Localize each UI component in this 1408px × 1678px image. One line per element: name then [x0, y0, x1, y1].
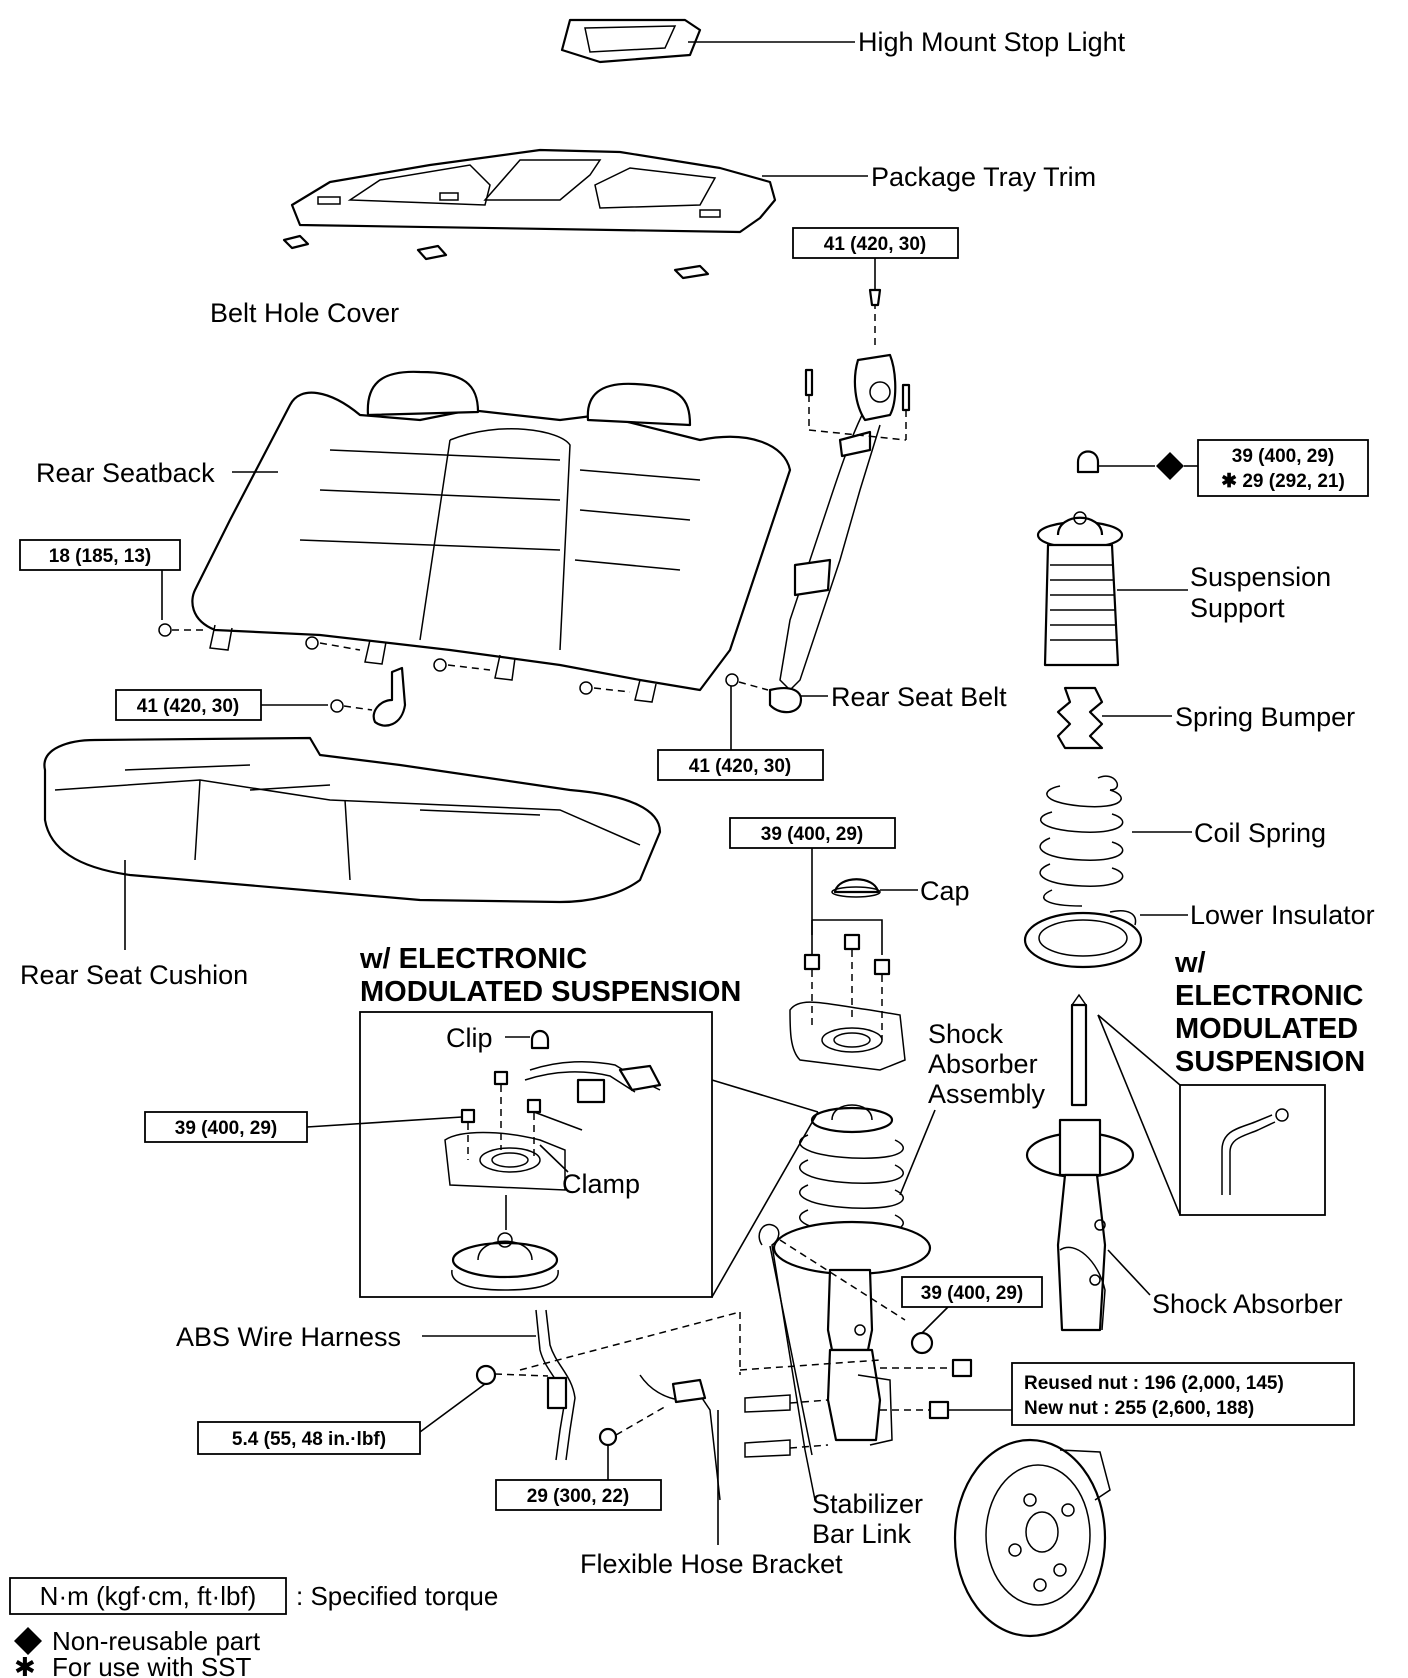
torque-strut-top: 39 (400, 29)	[761, 824, 863, 845]
strut-mount-body	[789, 933, 906, 1071]
label-stabilizer-bar-link-2: Bar Link	[812, 1519, 912, 1549]
torque-box-seat-belt-anchor: 41 (420, 30)	[657, 749, 824, 781]
label-clamp: Clamp	[562, 1169, 640, 1199]
label-coil-spring: Coil Spring	[1194, 818, 1326, 848]
torque-support-nut-2: ✱ 29 (292, 21)	[1221, 471, 1345, 492]
legend: N·m (kgf·cm, ft·lbf) : Specified torque …	[9, 1577, 498, 1678]
torque-support-nut-1: 39 (400, 29)	[1232, 446, 1334, 467]
label-belt-hole-cover: Belt Hole Cover	[210, 298, 399, 328]
torque-stabilizer: 39 (400, 29)	[921, 1283, 1023, 1304]
label-suspension-support-2: Support	[1190, 593, 1285, 623]
label-ems-right-4: SUSPENSION	[1175, 1046, 1365, 1078]
label-clip: Clip	[446, 1023, 493, 1053]
asterisk-icon: ✱	[14, 1652, 36, 1678]
belt-hole-covers	[282, 234, 710, 280]
label-package-tray-trim: Package Tray Trim	[871, 162, 1096, 192]
torque-box-strut-top: 39 (400, 29)	[729, 817, 896, 955]
torque-hose-bracket: 29 (300, 22)	[527, 1486, 629, 1507]
legend-sst: For use with SST	[52, 1652, 252, 1678]
label-rear-seat-cushion: Rear Seat Cushion	[20, 960, 248, 990]
abs-wire-harness	[422, 1309, 741, 1461]
label-ems-right-1: w/	[1174, 947, 1206, 979]
torque-abs: 5.4 (55, 48 in.·lbf)	[232, 1429, 386, 1450]
torque-seatback: 18 (185, 13)	[49, 546, 151, 567]
torque-knuckle-1: Reused nut : 196 (2,000, 145)	[1024, 1373, 1284, 1394]
stabilizer-nut	[910, 1304, 951, 1355]
strut-assembly	[772, 1104, 932, 1446]
torque-box-abs: 5.4 (55, 48 in.·lbf)	[197, 1421, 421, 1455]
package-tray-trim	[290, 148, 868, 234]
ems-left-inset	[359, 1011, 819, 1298]
label-ems-right-2: ELECTRONIC	[1175, 980, 1364, 1012]
shock-absorber	[1025, 993, 1151, 1332]
torque-box-hose-bracket: 29 (300, 22)	[495, 1479, 662, 1511]
label-spring-bumper: Spring Bumper	[1175, 702, 1355, 732]
torque-box-support-nut: 39 (400, 29) ✱ 29 (292, 21)	[1197, 439, 1369, 497]
label-cap: Cap	[920, 876, 970, 906]
rear-seatback	[158, 370, 792, 727]
label-ems-right-3: MODULATED	[1175, 1013, 1358, 1045]
label-suspension-support-1: Suspension	[1190, 562, 1331, 592]
torque-box-knuckle: Reused nut : 196 (2,000, 145) New nut : …	[1011, 1362, 1355, 1426]
rear-seat-belt	[725, 288, 911, 750]
hose-bracket-bolt	[598, 1404, 669, 1480]
label-rear-seat-belt: Rear Seat Belt	[831, 682, 1007, 712]
torque-seat-belt-anchor: 41 (420, 30)	[689, 756, 791, 777]
coil-spring	[1039, 775, 1192, 907]
cap	[831, 878, 918, 898]
torque-knuckle-2: New nut : 255 (2,600, 188)	[1024, 1398, 1254, 1419]
label-shock-absorber: Shock Absorber	[1152, 1289, 1343, 1319]
torque-ems: 39 (400, 29)	[175, 1118, 277, 1139]
legend-unit-box: N·m (kgf·cm, ft·lbf)	[40, 1581, 257, 1611]
label-ems-left-2: MODULATED SUSPENSION	[360, 976, 741, 1008]
label-ems-left-1: w/ ELECTRONIC	[359, 943, 587, 975]
non-reusable-diamond-icon	[1156, 452, 1184, 480]
ems-right-inset	[1097, 1014, 1326, 1216]
lower-insulator	[1023, 910, 1188, 969]
label-high-mount-stop-light: High Mount Stop Light	[858, 27, 1126, 57]
legend-unit-desc: : Specified torque	[296, 1581, 498, 1611]
abs-bolt	[419, 1364, 549, 1433]
label-stabilizer-bar-link-1: Stabilizer	[812, 1489, 923, 1519]
label-shock-absorber-assembly-1: Shock	[928, 1019, 1004, 1049]
diamond-icon	[14, 1627, 42, 1655]
label-rear-seatback: Rear Seatback	[36, 458, 215, 488]
legend-non-reusable: Non-reusable part	[52, 1626, 261, 1656]
label-shock-absorber-assembly-3: Assembly	[928, 1079, 1046, 1109]
suspension-support	[1036, 511, 1188, 667]
brake-disc-hub	[953, 1438, 1111, 1638]
spring-bumper	[1056, 686, 1172, 750]
torque-box-seatback: 18 (185, 13)	[19, 539, 181, 620]
torque-box-ems: 39 (400, 29)	[144, 1111, 463, 1143]
knuckle-bolts	[744, 1358, 1012, 1458]
torque-box-seat-anchor-left: 41 (420, 30)	[115, 689, 328, 721]
high-mount-stop-light	[560, 18, 855, 64]
support-nut	[1076, 450, 1198, 480]
flexible-hose-bracket	[639, 1359, 881, 1545]
label-flexible-hose-bracket: Flexible Hose Bracket	[580, 1549, 843, 1579]
torque-seat-anchor-left: 41 (420, 30)	[137, 696, 239, 717]
stabilizer-bar-link	[758, 1223, 906, 1501]
torque-package-tray: 41 (420, 30)	[824, 234, 926, 255]
label-lower-insulator: Lower Insulator	[1190, 900, 1375, 930]
torque-box-package-tray: 41 (420, 30)	[792, 227, 959, 290]
torque-box-stabilizer: 39 (400, 29)	[901, 1276, 1043, 1308]
label-shock-absorber-assembly-2: Absorber	[928, 1049, 1038, 1079]
label-abs-wire-harness: ABS Wire Harness	[176, 1322, 401, 1352]
rear-seat-cushion	[43, 736, 662, 950]
